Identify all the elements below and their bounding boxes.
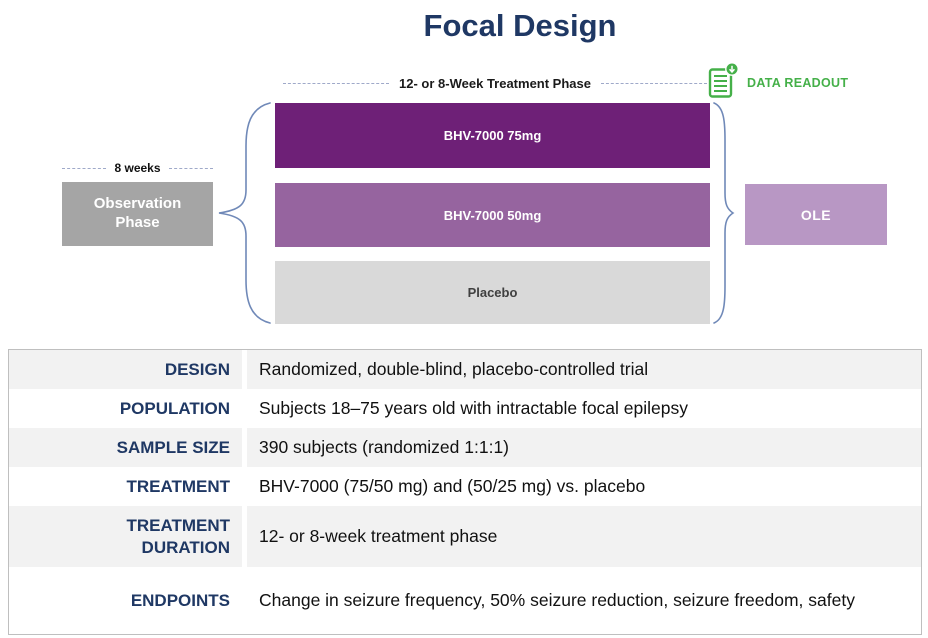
table-row-label: TREATMENT DURATION	[9, 506, 242, 567]
column-divider	[242, 467, 247, 506]
dashed-line-left	[283, 83, 390, 84]
table-row-value: 390 subjects (randomized 1:1:1)	[247, 428, 921, 467]
treatment-arm-label: BHV-7000 50mg	[443, 207, 542, 223]
dashed-line-right	[168, 167, 214, 169]
treatment-arm-bar-75mg: BHV-7000 75mg	[275, 103, 710, 168]
left-brace	[216, 100, 272, 326]
observation-phase-box: Observation Phase	[62, 182, 213, 246]
observation-weeks-label: 8 weeks	[114, 161, 161, 175]
treatment-phase-label: 12- or 8-Week Treatment Phase	[399, 76, 591, 91]
column-divider	[242, 428, 247, 467]
column-divider	[242, 506, 247, 567]
dashed-line-left	[62, 167, 107, 169]
table-row-endpoints: ENDPOINTS Change in seizure frequency, 5…	[9, 567, 921, 634]
table-row-label: POPULATION	[9, 389, 242, 428]
table-row-label: ENDPOINTS	[9, 567, 242, 634]
table-row-label: TREATMENT	[9, 467, 242, 506]
treatment-arm-label: Placebo	[467, 285, 518, 300]
data-readout: DATA READOUT	[708, 62, 848, 104]
column-divider	[242, 567, 247, 634]
ole-box: OLE	[745, 184, 887, 245]
observation-weeks-header: 8 weeks	[62, 161, 214, 175]
observation-phase-label: Observation Phase	[93, 195, 182, 231]
page-title: Focal Design	[423, 8, 617, 43]
ole-label: OLE	[800, 206, 832, 223]
treatment-arm-bar-placebo: Placebo	[275, 261, 710, 324]
table-row-value: Subjects 18–75 years old with intractabl…	[247, 389, 921, 428]
table-row-treatment: TREATMENT BHV-7000 (75/50 mg) and (50/25…	[9, 467, 921, 506]
table-row-value: 12- or 8-week treatment phase	[247, 506, 921, 567]
table-row-value: BHV-7000 (75/50 mg) and (50/25 mg) vs. p…	[247, 467, 921, 506]
table-row-value: Change in seizure frequency, 50% seizure…	[247, 567, 921, 634]
study-details-table: DESIGN Randomized, double-blind, placebo…	[8, 349, 922, 635]
table-row-population: POPULATION Subjects 18–75 years old with…	[9, 389, 921, 428]
right-brace	[712, 100, 736, 326]
treatment-phase-header: 12- or 8-Week Treatment Phase	[283, 76, 708, 91]
document-download-icon	[708, 62, 739, 104]
column-divider	[242, 350, 247, 389]
dashed-line-right	[600, 83, 708, 84]
table-row-design: DESIGN Randomized, double-blind, placebo…	[9, 350, 921, 389]
treatment-arm-label: BHV-7000 75mg	[443, 128, 542, 143]
treatment-arm-bar-50mg: BHV-7000 50mg	[275, 183, 710, 247]
table-row-treatment-duration: TREATMENT DURATION 12- or 8-week treatme…	[9, 506, 921, 567]
table-row-value: Randomized, double-blind, placebo-contro…	[247, 350, 921, 389]
column-divider	[242, 389, 247, 428]
table-row-sample-size: SAMPLE SIZE 390 subjects (randomized 1:1…	[9, 428, 921, 467]
table-row-label: SAMPLE SIZE	[9, 428, 242, 467]
data-readout-label: DATA READOUT	[747, 76, 849, 90]
table-row-label: DESIGN	[9, 350, 242, 389]
